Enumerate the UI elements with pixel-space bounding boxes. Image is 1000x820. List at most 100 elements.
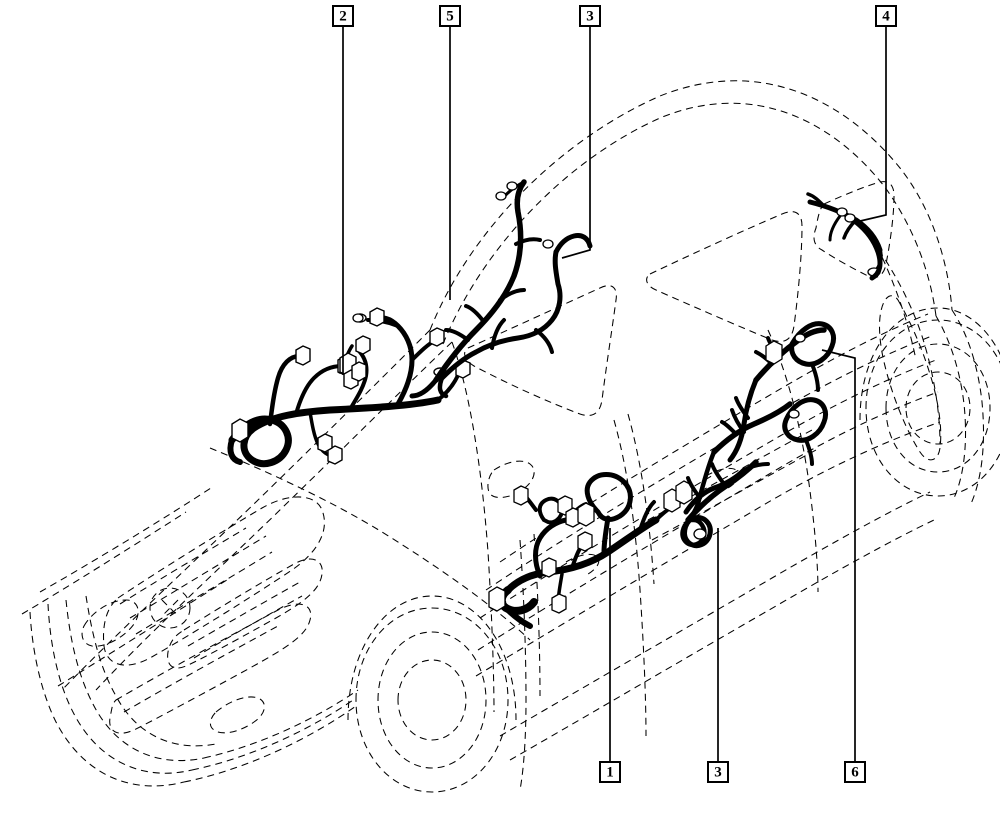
rear-body-inner [935, 315, 967, 499]
connector-eyelet [794, 333, 806, 343]
callout-5[interactable]: 5 [439, 5, 461, 27]
lower-intake [109, 603, 312, 734]
harness-rd-upper-branch2 [810, 362, 820, 392]
leader-line-6 [821, 349, 856, 762]
callout-box[interactable] [332, 5, 354, 27]
connector-box [541, 557, 557, 578]
harness-windscreen-lower-branch2 [534, 328, 554, 354]
harness-windscreen-branch-a [498, 288, 526, 302]
lower-intake-bar [123, 625, 279, 713]
harness-fdl-tail2 [503, 605, 533, 629]
bumper-upper-band [29, 611, 185, 787]
rear-wheel [865, 319, 1000, 497]
door-mirror [487, 460, 535, 499]
connector-eyelet [352, 313, 364, 323]
grille-right-block [167, 558, 323, 669]
grille-frame [103, 496, 325, 666]
connector-box [577, 531, 593, 552]
side-lower-panel [499, 491, 931, 737]
front-side-window [464, 285, 617, 416]
callout-label: 3 [586, 8, 594, 24]
harness-dashboard-branch-e [373, 315, 415, 407]
callout-box[interactable] [707, 761, 729, 783]
front-arch [347, 595, 517, 721]
callout-1[interactable]: 1 [599, 761, 621, 783]
harness-windscreen-lower-branch [490, 318, 506, 350]
callout-3-top[interactable]: 3 [579, 5, 601, 27]
connector-eyelet [506, 181, 518, 191]
quarter-window [813, 181, 895, 279]
connector-eyelet [693, 528, 707, 540]
connector-box [551, 593, 567, 614]
harness-rd-spur [710, 462, 726, 486]
fascia-right-sweep3 [203, 689, 359, 759]
bumper-lower-band [65, 599, 205, 762]
harness-windscreen-branch2 [437, 249, 563, 399]
callout-box[interactable] [439, 5, 461, 27]
harness-dashboard-branch-a [267, 353, 303, 427]
callout-box[interactable] [875, 5, 897, 27]
headlamp-left [81, 599, 139, 647]
harness-rd-lower-trunk [685, 459, 759, 523]
connector-eyelet [836, 207, 848, 217]
harness-rd-spur2 [734, 396, 750, 420]
harness-tailgate-branch-c [806, 192, 826, 208]
harness-fdl-loop [584, 472, 633, 522]
grille-bar-3 [119, 527, 247, 605]
harness-fdl-branch-f [638, 500, 656, 532]
callout-label: 4 [882, 8, 890, 24]
leader-line-4 [855, 26, 887, 223]
emblem-mark [161, 599, 179, 617]
front-wheel [355, 607, 509, 793]
callout-box[interactable] [844, 761, 866, 783]
tailgate-line [871, 239, 941, 445]
hood-edge-left [21, 511, 187, 615]
harness-rd-mid-branch2 [804, 438, 814, 466]
front-door-cut2 [533, 533, 541, 697]
harness-fdl-connectors [488, 480, 693, 614]
callout-label: 1 [606, 764, 614, 780]
b-pillar-2 [627, 413, 655, 585]
connector-box [513, 485, 529, 506]
rear-lamp [878, 295, 942, 461]
callout-2[interactable]: 2 [332, 5, 354, 27]
harness-windscreen-branch-b [464, 304, 486, 324]
a-pillar [451, 341, 495, 713]
windscreen-outer [61, 329, 431, 691]
callout-label: 2 [339, 8, 347, 24]
harness-front-door-upper [553, 233, 593, 255]
connector-box [295, 345, 311, 366]
connector-eyelet [542, 239, 554, 249]
callout-box[interactable] [579, 5, 601, 27]
leader-line-3-top [561, 26, 591, 259]
rear-body-outer [951, 309, 985, 507]
c-pillar [767, 329, 819, 593]
callout-label: 5 [446, 8, 454, 24]
connector-box [327, 445, 343, 465]
harness-rd-spur3 [720, 420, 738, 436]
harness-windscreen-branch-d [514, 237, 542, 246]
connector-box [765, 340, 783, 365]
connector-box [577, 502, 595, 527]
callout-6[interactable]: 6 [844, 761, 866, 783]
connector-eyelet [788, 409, 800, 419]
grille-bar-1 [129, 535, 267, 619]
harness-rd-upper-loop [789, 321, 837, 367]
harness-fdu-trunk [553, 233, 593, 255]
b-pillar [613, 419, 647, 737]
callout-3-bottom[interactable]: 3 [707, 761, 729, 783]
fascia-right-sweep2 [191, 697, 357, 771]
harness-rd-connectors [693, 333, 806, 540]
connector-eyelet [495, 191, 507, 201]
callout-label: 3 [714, 764, 722, 780]
harness-fdl-loop-stem [601, 515, 611, 555]
callout-box[interactable] [599, 761, 621, 783]
callout-4[interactable]: 4 [875, 5, 897, 27]
harness-windscreen-connectors [352, 181, 554, 323]
side-lower-panel2 [509, 519, 935, 761]
harness-dashboard-branch-b [294, 364, 344, 416]
bumper-mid-band [47, 603, 193, 774]
harness-rd-mid-loop [782, 397, 829, 443]
harness-rear-quarter [853, 219, 883, 281]
